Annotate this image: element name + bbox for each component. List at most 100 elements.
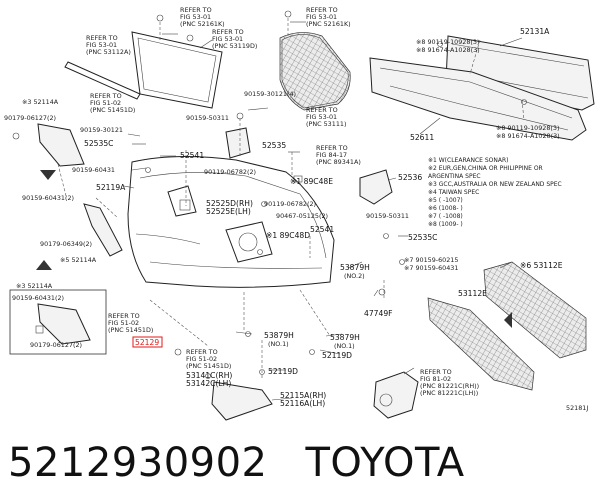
- svg-text:FIG 51-02: FIG 51-02: [90, 99, 121, 107]
- label-90159-50311: 90159-50311: [186, 114, 229, 122]
- label-53879H-no2: (NO.2): [344, 272, 365, 280]
- label-52119D-b: 52119D: [268, 367, 298, 376]
- svg-text:FIG 53-01: FIG 53-01: [212, 35, 243, 43]
- highlighted-part-52129[interactable]: 52129: [132, 336, 163, 348]
- upper-grille-frame[interactable]: [131, 31, 223, 109]
- label-53112E: ※6 53112E: [520, 261, 563, 270]
- label-refer-b: REFER TO FIG 53-01 (PNC 52161K): [306, 6, 351, 28]
- label-52114A-b: ※5 52114A: [60, 256, 97, 264]
- label-leader-lines: [123, 21, 523, 401]
- bumper-bracket-right[interactable]: [359, 169, 393, 205]
- svg-text:(PNC 89341A): (PNC 89341A): [316, 158, 361, 166]
- label-90119-10928: ※8 90119-10928(3): [416, 38, 479, 46]
- svg-text:※6 (1008- ): ※6 (1008- ): [428, 205, 463, 212]
- label-refer-a: REFER TO FIG 53-01 (PNC 52161K): [180, 6, 225, 28]
- label-refer-e: REFER TO FIG 53-01 (PNC 53111): [306, 106, 346, 128]
- caption-brand: TOYOTA: [305, 440, 465, 486]
- svg-text:FIG 53-01: FIG 53-01: [306, 113, 337, 121]
- label-refer-i: REFER TO FIG 81-02 (PNC 81221C(RH)) (PNC…: [420, 368, 479, 397]
- label-52541: 52541: [180, 151, 204, 160]
- label-53141C: 53141C(RH): [186, 371, 232, 380]
- svg-text:REFER TO: REFER TO: [108, 312, 140, 320]
- svg-text:FIG 51-02: FIG 51-02: [186, 355, 217, 363]
- label-52536: 52536: [398, 173, 422, 182]
- svg-text:FIG 53-01: FIG 53-01: [306, 13, 337, 21]
- label-refer-g: REFER TO FIG 51-02 (PNC 51451D): [90, 92, 135, 114]
- label-53879H-no1: (NO.1): [268, 340, 289, 348]
- svg-text:※4 TAIWAN SPEC: ※4 TAIWAN SPEC: [428, 189, 479, 196]
- label-53879H-c: 53879H: [330, 333, 360, 342]
- direction-arrow-up-icon: [36, 260, 52, 270]
- label-53879H: 53879H: [340, 263, 370, 272]
- svg-text:REFER TO: REFER TO: [212, 28, 244, 36]
- label-52114A-c: ※3 52114A: [16, 282, 53, 290]
- label-52535C-b: 52535C: [408, 233, 437, 242]
- label-52116A: 52116A(LH): [280, 399, 325, 408]
- svg-text:FIG 81-02: FIG 81-02: [420, 375, 451, 383]
- label-91674-A1028-b: ※8 91674-A1028(3): [496, 132, 560, 140]
- svg-text:REFER TO: REFER TO: [306, 6, 338, 14]
- direction-arrow-down-icon: [40, 170, 56, 180]
- label-52119A: 52119A: [96, 183, 126, 192]
- lower-grille[interactable]: [427, 297, 535, 391]
- bumper-retainer-lower-box[interactable]: [9, 289, 107, 355]
- svg-text:※2 EUR,GEN,CHINA OR PHILIPPINE: ※2 EUR,GEN,CHINA OR PHILIPPINE OR: [428, 165, 543, 172]
- label-90159-60431-2: 90159-60431(2): [22, 194, 74, 202]
- label-90179-06349: 90179-06349(2): [40, 240, 92, 248]
- label-53879H-no1b: (NO.1): [334, 342, 355, 350]
- svg-text:※8 (1009- ): ※8 (1009- ): [428, 221, 463, 228]
- svg-text:(PNC 51451D): (PNC 51451D): [108, 326, 153, 334]
- assembly-leader-lines: [57, 18, 525, 380]
- label-90159-30121-4: 90159-30121(4): [244, 90, 296, 98]
- bumper-retainer-side[interactable]: [83, 203, 123, 257]
- svg-text:(PNC 53119D): (PNC 53119D): [212, 42, 257, 50]
- label-52611: 52611: [410, 133, 434, 142]
- svg-text:REFER TO: REFER TO: [90, 92, 122, 100]
- radiator-grille[interactable]: [279, 32, 351, 111]
- svg-text:FIG 53-01: FIG 53-01: [86, 41, 117, 49]
- svg-text:REFER TO: REFER TO: [186, 348, 218, 356]
- grille-moulding-strip[interactable]: [64, 61, 141, 100]
- svg-text:(PNC 81221C(RH)): (PNC 81221C(RH)): [420, 382, 479, 390]
- label-52525E: 52525E(LH): [206, 207, 251, 216]
- label-53142C: 53142C(LH): [186, 379, 231, 388]
- label-90467-05125: 90467-05125(2): [276, 212, 328, 220]
- svg-text:REFER TO: REFER TO: [86, 34, 118, 42]
- label-refer-f: REFER TO FIG 84-17 (PNC 89341A): [316, 144, 361, 166]
- front-spoiler-lower[interactable]: [211, 381, 273, 421]
- label-90159-50311-b: 90159-50311: [366, 212, 409, 220]
- fastener-icons: [12, 10, 527, 379]
- label-53112E-b: 53112E: [458, 289, 487, 298]
- svg-text:FIG 51-02: FIG 51-02: [108, 319, 139, 327]
- label-90159-60431-2b: 90159-60431(2): [12, 294, 64, 302]
- svg-text:FIG 84-17: FIG 84-17: [316, 151, 347, 159]
- fog-lamp-cover[interactable]: [373, 371, 419, 419]
- direction-arrow-right-icon: [504, 312, 512, 328]
- label-refer-c: REFER TO FIG 53-01 (PNC 53112A): [86, 34, 131, 56]
- svg-text:※7 ( -1008): ※7 ( -1008): [428, 213, 463, 220]
- bumper-retainer-upper[interactable]: [37, 123, 85, 167]
- svg-text:(PNC 52161K): (PNC 52161K): [180, 20, 225, 28]
- svg-text:※5 ( -1007): ※5 ( -1007): [428, 197, 463, 204]
- svg-text:FIG 53-01: FIG 53-01: [180, 13, 211, 21]
- label-52115A: 52115A(RH): [280, 391, 326, 400]
- bumper-energy-absorber[interactable]: [369, 57, 587, 141]
- label-90179-06127-b: 90179-06127(2): [30, 341, 82, 349]
- label-90159-60431: 90159-60431: [72, 166, 115, 174]
- label-52131A: 52131A: [520, 27, 550, 36]
- label-90179-06127: 90179-06127(2): [4, 114, 56, 122]
- label-52535: 52535: [262, 141, 286, 150]
- svg-text:(PNC 52161K): (PNC 52161K): [306, 20, 351, 28]
- fog-lamp-opening-right: [225, 221, 273, 263]
- label-52541-b: 52541: [310, 225, 334, 234]
- label-90119-06782-b: 90119-06782(2): [264, 200, 316, 208]
- label-53879H-b: 53879H: [264, 331, 294, 340]
- svg-text:REFER TO: REFER TO: [306, 106, 338, 114]
- label-52119D: 52119D: [322, 351, 352, 360]
- fog-lamp-opening-left: [167, 185, 197, 217]
- svg-text:(PNC 53112A): (PNC 53112A): [86, 48, 131, 56]
- bumper-side-bracket[interactable]: [225, 127, 251, 159]
- spec-notes: ※1 W(CLEARANCE SONAR) ※2 EUR,GEN,CHINA O…: [428, 157, 562, 228]
- svg-text:REFER TO: REFER TO: [316, 144, 348, 152]
